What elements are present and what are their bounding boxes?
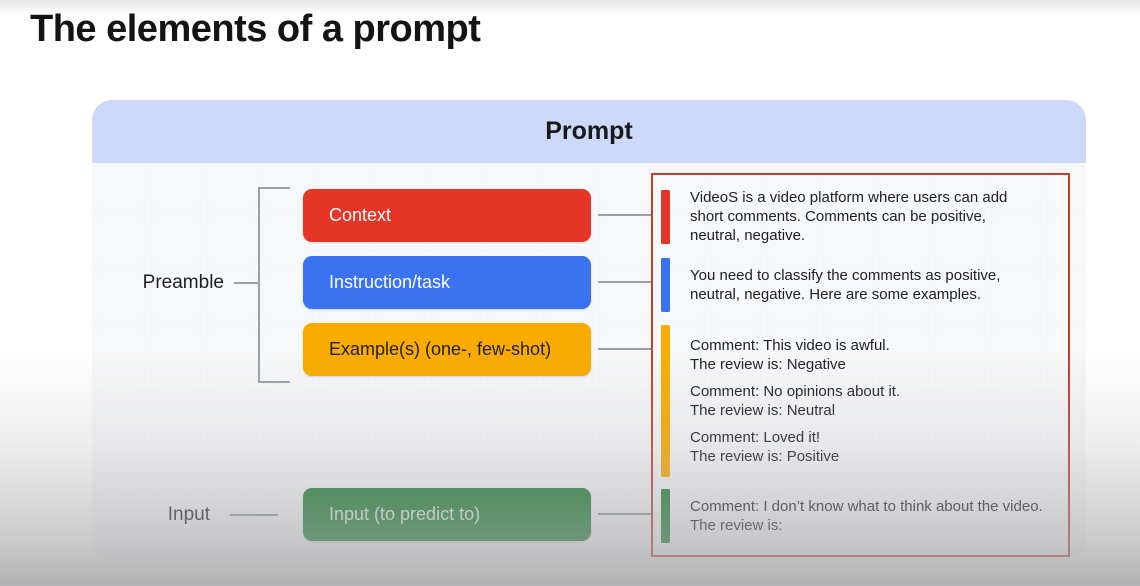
fewshot-example-row: Comment: This video is awful. The review… [661,325,1058,477]
examples-block: Example(s) (one-, few-shot) [303,323,591,376]
fewshot-example-3: Comment: Loved it! The review is: Positi… [690,429,840,465]
instruction-task-block: Instruction/task [303,256,591,309]
input-example-row: Comment: I don’t know what to think abou… [661,489,1058,543]
context-example-row: VideoS is a video platform where users c… [661,188,1058,245]
preamble-connector-line [234,282,258,284]
context-to-box-line [598,214,651,216]
examples-color-bar [661,325,670,477]
context-color-bar [661,189,670,244]
context-block: Context [303,189,591,242]
examples-to-box-line [598,348,651,350]
input-connector-line [230,514,278,516]
input-example-text: Comment: I don’t know what to think abou… [690,498,1043,534]
input-label: Input [167,504,210,525]
context-example-text: VideoS is a video platform where users c… [690,189,1008,244]
prompt-example-box: VideoS is a video platform where users c… [651,173,1070,557]
fewshot-example-1: Comment: This video is awful. The review… [690,337,890,373]
input-color-bar [661,489,670,543]
preamble-bracket [258,187,290,383]
prompt-panel-header: Prompt [92,100,1086,163]
preamble-label: Preamble [142,272,224,293]
prompt-panel-title: Prompt [545,117,633,145]
input-block: Input (to predict to) [303,488,591,541]
fewshot-examples-list: Comment: This video is awful. The review… [690,336,900,466]
instruction-example-row: You need to classify the comments as pos… [661,258,1058,312]
input-to-box-line [598,513,651,515]
instruction-to-box-line [598,281,651,283]
instruction-example-text: You need to classify the comments as pos… [690,267,1001,303]
fewshot-example-2: Comment: No opinions about it. The revie… [690,383,901,419]
instruction-color-bar [661,258,670,312]
slide-title: The elements of a prompt [30,8,481,50]
